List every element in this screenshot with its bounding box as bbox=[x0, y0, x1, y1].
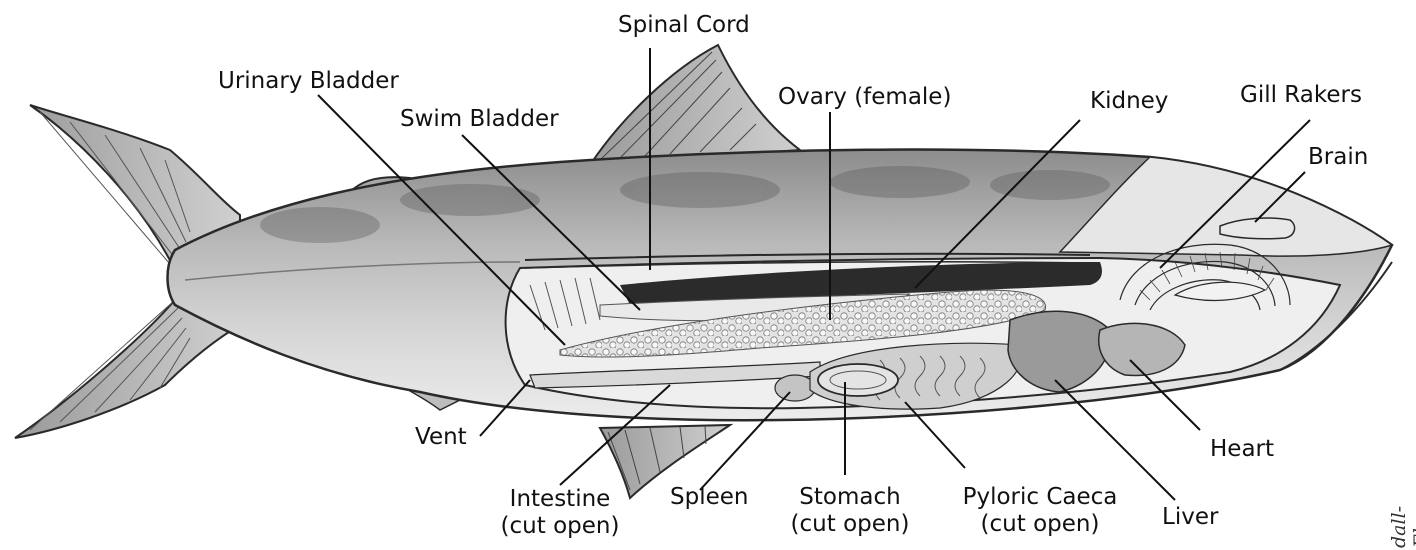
label-intestine-line2: (cut open) bbox=[490, 513, 630, 540]
label-intestine-line1: Intestine bbox=[490, 486, 630, 513]
label-pyloric-line1: Pyloric Caeca bbox=[950, 484, 1130, 511]
label-liver: Liver bbox=[1162, 504, 1218, 531]
label-ovary: Ovary (female) bbox=[778, 84, 951, 111]
label-pyloric-caeca: Pyloric Caeca (cut open) bbox=[950, 484, 1130, 538]
label-vent: Vent bbox=[415, 424, 467, 451]
label-stomach-line1: Stomach bbox=[775, 484, 925, 511]
dorsal-fin bbox=[590, 45, 800, 165]
label-stomach-line2: (cut open) bbox=[775, 511, 925, 538]
label-urinary-bladder: Urinary Bladder bbox=[218, 68, 399, 95]
label-pyloric-line2: (cut open) bbox=[950, 511, 1130, 538]
artist-credit: dall-Ekamn bbox=[1388, 502, 1416, 548]
label-heart: Heart bbox=[1210, 436, 1274, 463]
label-spinal-cord: Spinal Cord bbox=[618, 12, 750, 39]
label-spleen: Spleen bbox=[670, 484, 748, 511]
label-kidney: Kidney bbox=[1090, 88, 1168, 115]
label-brain: Brain bbox=[1308, 144, 1368, 171]
label-swim-bladder: Swim Bladder bbox=[400, 106, 559, 133]
spleen-organ bbox=[775, 375, 815, 401]
label-gill-rakers: Gill Rakers bbox=[1240, 82, 1362, 109]
label-stomach: Stomach (cut open) bbox=[775, 484, 925, 538]
label-intestine: Intestine (cut open) bbox=[490, 486, 630, 540]
